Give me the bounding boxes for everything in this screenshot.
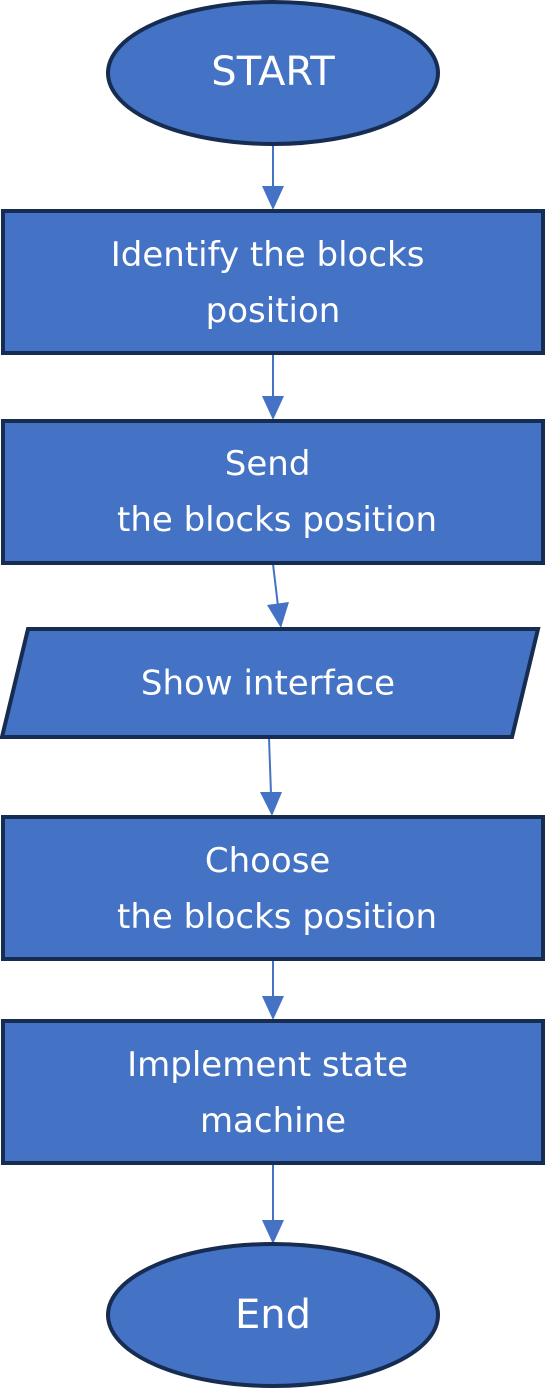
step-send-blocks: Send the blocks position — [1, 419, 545, 565]
start-terminal-shape — [106, 0, 440, 146]
end-terminal-label: End — [235, 1292, 311, 1338]
step-choose-blocks-line1: Choose — [205, 841, 331, 881]
io-show-interface: Show interface — [0, 627, 541, 739]
arrow-implement-to-end — [262, 1164, 284, 1244]
step-send-blocks-line2: the blocks position — [117, 500, 437, 540]
step-implement-state-machine-line2: machine — [200, 1101, 346, 1141]
io-show-interface-shape — [0, 627, 541, 739]
step-identify-blocks-line2: position — [206, 291, 341, 331]
step-identify-blocks-shape — [1, 209, 545, 355]
arrow-show-to-choose — [260, 737, 282, 816]
step-implement-state-machine-shape — [1, 1019, 545, 1165]
step-send-blocks-label: Send the blocks position — [117, 444, 437, 540]
io-show-interface-label: Show interface — [141, 664, 395, 704]
step-choose-blocks-shape — [1, 815, 545, 961]
end-terminal-shape — [106, 1242, 440, 1388]
step-choose-blocks: Choose the blocks position — [1, 815, 545, 961]
connectors — [260, 144, 289, 1244]
step-identify-blocks-line1: Identify the blocks — [111, 235, 425, 275]
step-choose-blocks-label: Choose the blocks position — [117, 841, 437, 937]
step-implement-state-machine: Implement state machine — [1, 1019, 545, 1165]
arrow-send-to-show — [267, 563, 289, 628]
end-terminal: End — [106, 1242, 440, 1388]
start-terminal-label: START — [211, 49, 335, 95]
step-choose-blocks-line2: the blocks position — [117, 897, 437, 937]
step-send-blocks-line1: Send — [225, 444, 311, 484]
arrow-choose-to-implement — [262, 960, 284, 1020]
start-terminal: START — [106, 0, 440, 146]
arrow-identify-to-send — [262, 354, 284, 420]
arrow-start-to-identify — [262, 144, 284, 210]
step-identify-blocks-label: Identify the blocks position — [111, 235, 436, 331]
step-identify-blocks: Identify the blocks position — [1, 209, 545, 355]
step-send-blocks-shape — [1, 419, 545, 565]
step-implement-state-machine-line1: Implement state — [127, 1045, 408, 1085]
step-implement-state-machine-label: Implement state machine — [127, 1045, 419, 1141]
